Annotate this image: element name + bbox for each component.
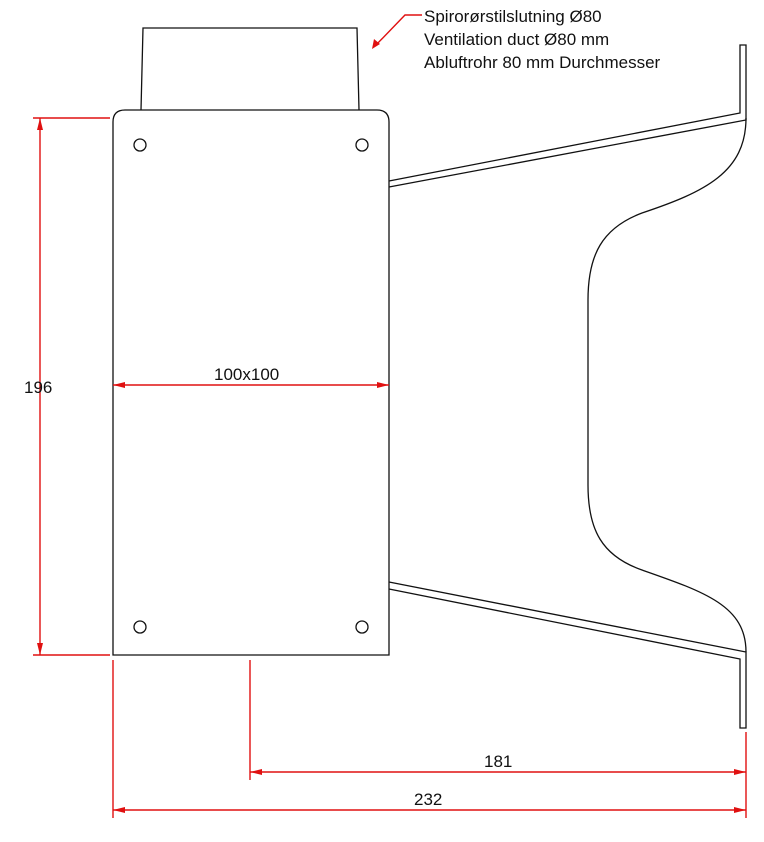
annotation-line-2: Ventilation duct Ø80 mm [424,30,609,49]
screw-hole [355,620,369,634]
leader-arrowhead [372,39,380,49]
dimension-232-label: 232 [414,790,442,809]
bracket-upper-arm [388,44,747,188]
screw-hole [355,138,369,152]
dimension-181 [249,660,746,780]
screw-hole [133,620,147,634]
annotation-line-1: Spirorørstilslutning Ø80 [424,7,602,26]
bracket-lower-arm [388,581,747,729]
mounting-plate [112,109,390,656]
bracket-side-profile [587,117,747,653]
dimension-196-label: 196 [24,378,52,397]
dimension-196 [33,117,110,656]
dimension-181-label: 181 [484,752,512,771]
dimension-232 [112,660,747,818]
ventilation-duct [140,27,360,111]
screw-hole [133,138,147,152]
annotation-line-3: Abluftrohr 80 mm Durchmesser [424,53,661,72]
leader-line [375,14,422,46]
dimension-100x100-label: 100x100 [214,365,279,384]
